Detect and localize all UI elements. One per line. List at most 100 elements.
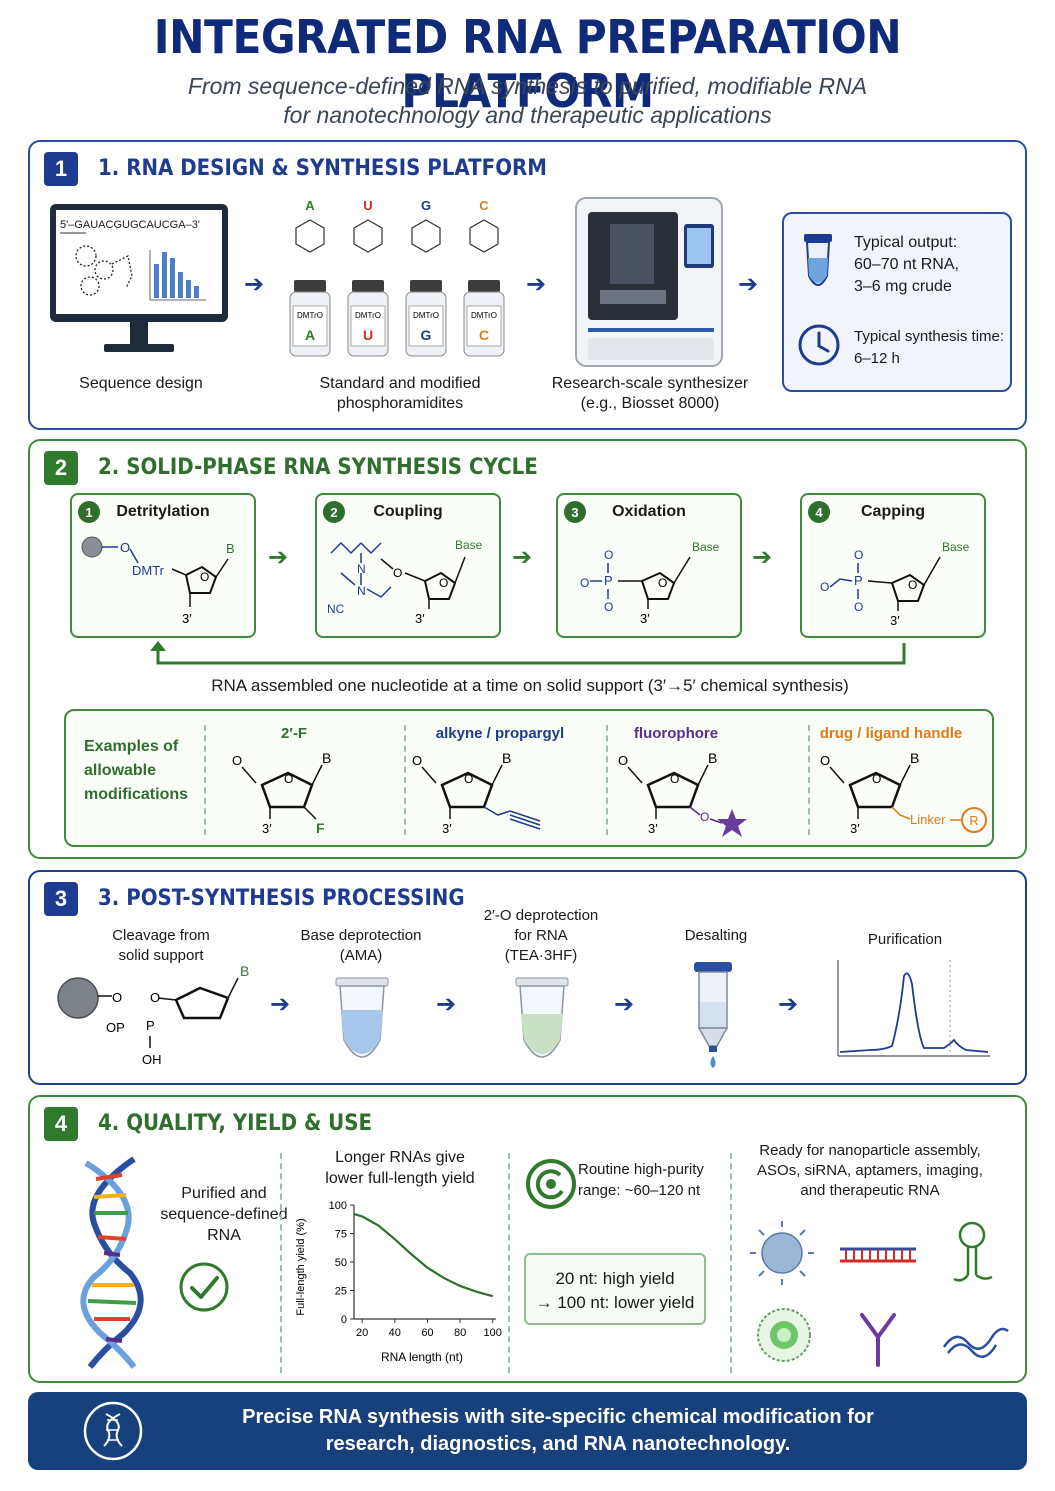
svg-text:C: C	[479, 198, 489, 213]
section-quality-yield-use: 4 4. QUALITY, YIELD & USE Purified and s…	[28, 1095, 1027, 1383]
svg-text:C: C	[479, 327, 489, 343]
time-line-1: Typical synthesis time:	[854, 328, 1005, 345]
coupling-structure: N N NC O O Base 3′	[327, 538, 483, 626]
virus-particle-icon	[750, 1221, 814, 1285]
desalting-column-icon	[694, 962, 732, 1068]
desalting-label: Desalting	[684, 927, 748, 944]
phosphoramidite-set: A U G C DMTrO A DMTrO U	[289, 198, 505, 357]
x-tick-label: 20	[356, 1327, 368, 1339]
y-tick-label: 100	[329, 1200, 347, 1212]
svg-text:A: A	[305, 327, 315, 343]
mod-fluorophore-label: fluorophore	[633, 725, 719, 742]
yield-summary-line-1: 20 nt: high yield	[555, 1269, 675, 1288]
routine-range-text: Routine high-purity range: ~60–120 nt	[578, 1159, 722, 1201]
svg-text:R: R	[969, 813, 978, 828]
arrow-icon: ➔	[738, 271, 759, 298]
synthesizer-label-2: (e.g., Biosset 8000)	[580, 395, 720, 412]
y-tick-label: 50	[335, 1257, 347, 1269]
page-subtitle: From sequence-defined RNA synthesis to p…	[0, 72, 1055, 130]
cleavage-label-2: solid support	[118, 947, 204, 964]
divider	[280, 1153, 282, 1373]
svg-text:NC: NC	[327, 602, 345, 616]
o-deprotection-label-1: 2′-O deprotection	[483, 907, 599, 924]
footer-text: Precise RNA synthesis with site-specific…	[148, 1404, 968, 1458]
tube-icon	[515, 977, 569, 1058]
svg-text:O: O	[872, 772, 881, 786]
sequence-text: 5'–GAUACGUGCAUCGA–3'	[60, 219, 200, 231]
mod-alkyne-label: alkyne / propargyl	[435, 725, 565, 742]
step-number: 1	[78, 501, 100, 523]
svg-text:F: F	[316, 820, 325, 836]
svg-text:DMTr: DMTr	[132, 563, 165, 578]
arrow-icon: ➔	[270, 991, 291, 1018]
divider	[404, 725, 406, 835]
o-deprotection-label-3: (TEA·3HF)	[504, 947, 578, 964]
svg-text:P: P	[604, 573, 613, 588]
svg-text:N: N	[357, 562, 366, 576]
applications-line-3: and therapeutic RNA	[800, 1182, 940, 1199]
synthesizer-label: Research-scale synthesizer (e.g., Biosse…	[540, 374, 760, 414]
o-deprotection-label-2: for RNA	[514, 927, 568, 944]
monitor-label: Sequence design	[79, 375, 203, 392]
subtitle-line-2: for nanotechnology and therapeutic appli…	[283, 102, 772, 128]
svg-text:O: O	[580, 576, 589, 590]
footer-banner: Precise RNA synthesis with site-specific…	[28, 1392, 1027, 1470]
section-number-badge: 2	[44, 451, 78, 485]
step-detritylation: 1 Detritylation O DMTr O B 3′	[70, 493, 256, 638]
svg-text:P: P	[146, 1018, 155, 1033]
target-icon	[526, 1159, 576, 1209]
base-structure-a: A	[295, 198, 325, 253]
svg-text:O: O	[604, 548, 613, 562]
svg-text:Base: Base	[942, 540, 970, 554]
svg-text:OH: OH	[142, 1052, 162, 1067]
dna-icon	[83, 1401, 143, 1461]
divider	[204, 725, 206, 835]
svg-text:3′: 3′	[415, 611, 425, 626]
step-coupling: 2 Coupling N N NC O O Base 3′	[315, 493, 501, 638]
output-text: Typical output: 60–70 nt RNA, 3–6 mg cru…	[854, 232, 959, 298]
mod-drug-structure: O O B 3′ Linker R	[820, 750, 987, 836]
capping-structure: O P O O O Base 3′	[820, 540, 970, 628]
svg-text:3′: 3′	[648, 821, 658, 836]
svg-text:O: O	[150, 990, 160, 1005]
synthesizer-icon	[575, 197, 723, 367]
section-number-badge: 3	[44, 882, 78, 916]
step-oxidation: 3 Oxidation O P O O O Base 3′	[556, 493, 742, 638]
svg-text:B: B	[502, 750, 511, 766]
phosphoramidite-label-2: phosphoramidites	[336, 395, 464, 412]
arrow-icon: ➔	[268, 544, 289, 571]
mods-heading-1: Examples of	[84, 738, 179, 755]
svg-text:OP: OP	[106, 1020, 125, 1035]
cycle-note: RNA assembled one nucleotide at a time o…	[211, 676, 849, 695]
svg-text:B: B	[322, 750, 331, 766]
purified-text: Purified and sequence-defined RNA	[154, 1183, 294, 1246]
purified-line-3: RNA	[207, 1227, 241, 1244]
modifications-panel: Examples of allowable modifications 2′-F…	[64, 709, 994, 847]
output-line-1: Typical output:	[854, 234, 958, 251]
mod-fluorophore-structure: O O B 3′ O	[618, 750, 747, 837]
mod-alkyne-structure: O O B 3′	[412, 750, 541, 836]
divider	[730, 1153, 732, 1373]
monitor-icon: 5'–GAUACGUGCAUCGA–3'	[50, 204, 228, 352]
svg-text:O: O	[393, 566, 402, 580]
svg-text:O: O	[284, 772, 293, 786]
svg-text:O: O	[700, 810, 709, 824]
svg-text:O: O	[820, 580, 829, 594]
svg-text:O: O	[670, 772, 679, 786]
svg-text:U: U	[363, 327, 373, 343]
phosphoramidite-label-1: Standard and modified	[319, 375, 481, 392]
mod-2f-structure: O O B 3′ F	[232, 750, 331, 836]
step-title: Oxidation	[612, 503, 686, 520]
svg-text:A: A	[305, 198, 315, 213]
applications-icons	[750, 1221, 1009, 1367]
step-number: 4	[808, 501, 830, 523]
base-deprotection-label-2: (AMA)	[339, 947, 383, 964]
svg-text:Base: Base	[692, 540, 720, 554]
footer-line-2: research, diagnostics, and RNA nanotechn…	[325, 1433, 791, 1455]
yield-chart: Full-length yield (%) RNA length (nt) 02…	[295, 1200, 502, 1364]
arrow-icon: ➔	[752, 544, 773, 571]
svg-text:O: O	[112, 990, 122, 1005]
svg-text:3′: 3′	[262, 821, 272, 836]
star-icon	[717, 809, 747, 837]
purification-chromatogram	[837, 960, 990, 1057]
